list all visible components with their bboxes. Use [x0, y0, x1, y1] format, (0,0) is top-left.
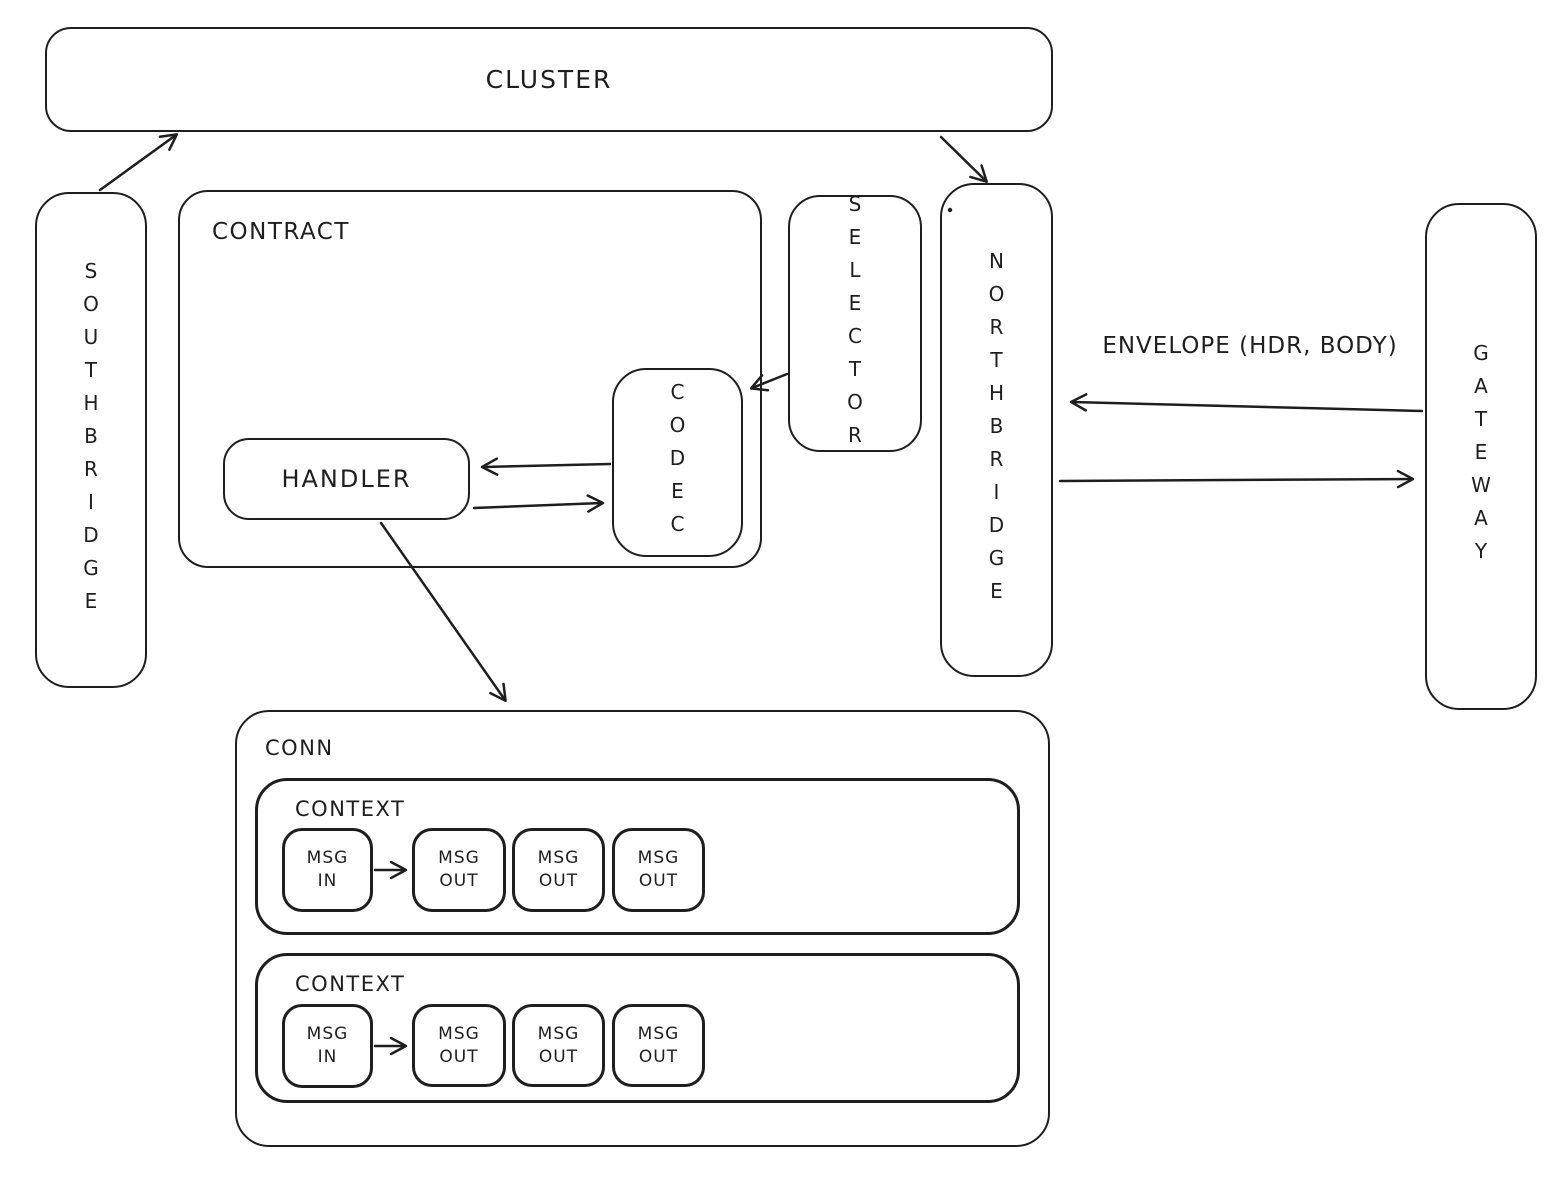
msg-out-2c: MSG OUT	[612, 1004, 705, 1087]
node-northbridge: NORTHBRIDGE	[940, 183, 1053, 677]
arrow-southbridge-to-cluster	[98, 133, 179, 192]
node-cluster: CLUSTER	[45, 27, 1053, 132]
msg-out-2b: MSG OUT	[512, 1004, 605, 1087]
msg-out-1c: MSG OUT	[612, 828, 705, 912]
msg-out-2c-line1: MSG	[637, 1023, 680, 1044]
msg-out-2b-line1: MSG	[537, 1023, 580, 1044]
msg-out-1c-line1: MSG	[637, 848, 680, 869]
msg-in-1-line2: IN	[317, 871, 338, 891]
node-gateway-label: GATEWAY	[1469, 341, 1493, 572]
msg-out-1b-line1: MSG	[537, 848, 580, 869]
msg-out-2a-line1: MSG	[438, 1023, 480, 1044]
node-northbridge-label: NORTHBRIDGE	[984, 248, 1009, 612]
node-selector-label: SELECTOR	[843, 191, 867, 456]
msg-in-2-line1: MSG	[306, 1024, 349, 1045]
msg-in-2: MSG IN	[282, 1004, 373, 1088]
node-codec: CODEC	[612, 368, 743, 557]
msg-out-2c-line2: OUT	[638, 1046, 679, 1067]
msg-out-2a-line2: OUT	[439, 1046, 479, 1067]
arrow-northbridge-to-gateway	[1058, 469, 1415, 489]
msg-in-1: MSG IN	[282, 828, 373, 912]
msg-out-1b: MSG OUT	[512, 828, 605, 912]
node-southbridge: SOUTHBRIDGE	[35, 192, 147, 688]
msg-in-2-line2: IN	[317, 1047, 338, 1067]
node-selector: SELECTOR	[788, 192, 922, 456]
msg-out-1b-line2: OUT	[538, 871, 579, 891]
edge-envelope-label: ENVELOPE (HDR, BODY)	[1102, 333, 1398, 359]
node-gateway: GATEWAY	[1425, 203, 1537, 710]
node-contract-label: CONTRACT	[212, 219, 350, 245]
node-handler: HANDLER	[223, 438, 470, 520]
msg-out-1c-line2: OUT	[638, 871, 679, 891]
msg-out-2a: MSG OUT	[412, 1004, 506, 1087]
arrow-gateway-to-northbridge	[1069, 393, 1424, 413]
msg-out-1a-line2: OUT	[439, 871, 479, 891]
msg-out-2b-line2: OUT	[538, 1046, 579, 1067]
msg-out-1a-line1: MSG	[438, 848, 480, 869]
node-cluster-label: CLUSTER	[485, 65, 613, 94]
node-context-1-label: CONTEXT	[295, 797, 406, 821]
node-context-2-label: CONTEXT	[295, 972, 406, 996]
node-conn-label: CONN	[265, 736, 334, 760]
arrow-cluster-to-northbridge	[939, 135, 988, 183]
msg-out-1a: MSG OUT	[412, 828, 506, 912]
msg-in-1-line1: MSG	[306, 848, 349, 869]
node-codec-label: CODEC	[665, 380, 690, 545]
node-handler-label: HANDLER	[281, 465, 412, 493]
node-southbridge-label: SOUTHBRIDGE	[79, 258, 103, 622]
